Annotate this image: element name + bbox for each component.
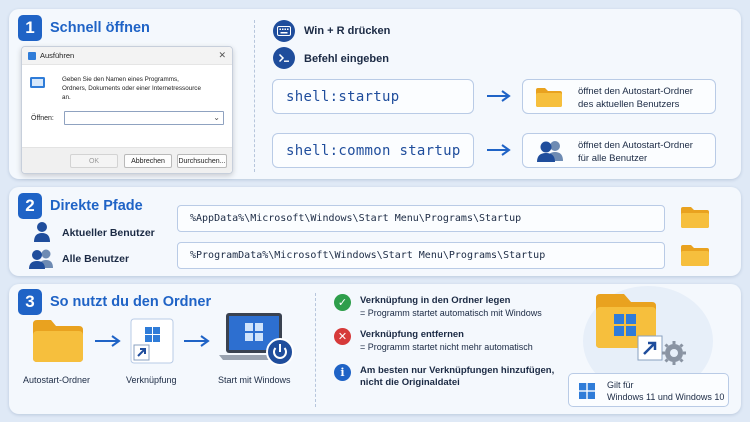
run-dialog-titlebar: Ausführen xyxy=(22,47,232,65)
path-current-user[interactable]: %AppData%\Microsoft\Windows\Start Menu\P… xyxy=(177,205,665,232)
arrow-right-icon xyxy=(183,334,211,353)
section-number-3: 3 xyxy=(18,289,42,315)
browse-button[interactable]: Durchsuchen... xyxy=(177,154,227,168)
users-icon xyxy=(27,248,55,275)
tip-title-line: nicht die Originaldatei xyxy=(360,377,460,388)
step-command-label: Befehl eingeben xyxy=(304,53,389,65)
check-icon: ✓ xyxy=(334,294,351,311)
terminal-icon xyxy=(273,47,295,69)
description-line: öffnet den Autostart-Ordner xyxy=(578,140,693,151)
flow-label-shortcut: Verknüpfung xyxy=(126,375,177,385)
run-dialog: Ausführen ✕ Geben Sie den Namen eines Pr… xyxy=(21,46,233,174)
label-all-users: Alle Benutzer xyxy=(62,253,130,265)
users-icon xyxy=(535,139,565,167)
open-label: Öffnen: xyxy=(31,115,54,122)
badge-line: Windows 11 und Windows 10 xyxy=(607,392,725,402)
keyboard-icon xyxy=(273,20,295,42)
folder-icon xyxy=(32,319,84,368)
startup-folder-icon xyxy=(594,292,690,375)
section-number-2: 2 xyxy=(18,193,42,219)
path-all-users[interactable]: %ProgramData%\Microsoft\Windows\Start Me… xyxy=(177,242,665,269)
info-icon: i xyxy=(334,364,351,381)
run-description-line: Ordners, Dokuments oder einer Internetre… xyxy=(62,85,201,92)
chevron-down-icon[interactable]: ⌄ xyxy=(213,113,220,122)
command-startup-description: öffnet den Autostart-Ordner des aktuelle… xyxy=(522,79,716,114)
command-common-startup-description: öffnet den Autostart-Ordner für alle Ben… xyxy=(522,133,716,168)
folder-icon xyxy=(680,244,710,272)
windows-logo-icon xyxy=(579,383,595,404)
run-dialog-title: Ausführen xyxy=(40,51,75,60)
flow-label-start-windows: Start mit Windows xyxy=(218,375,291,385)
compatibility-badge: Gilt für Windows 11 und Windows 10 xyxy=(568,373,729,407)
label-current-user: Aktueller Benutzer xyxy=(62,227,155,239)
tip-title: Verknüpfung in den Ordner legen xyxy=(360,295,511,306)
tip-title: Am besten nur Verknüpfungen hinzufügen, … xyxy=(360,365,554,389)
divider xyxy=(315,293,316,407)
description-line: für alle Benutzer xyxy=(578,153,648,164)
close-icon[interactable]: ✕ xyxy=(218,50,226,60)
arrow-right-icon xyxy=(486,89,512,108)
flow-label-folder: Autostart-Ordner xyxy=(23,375,91,385)
run-icon xyxy=(29,74,46,91)
description-line: öffnet den Autostart-Ordner xyxy=(578,86,693,97)
section-title-usage: So nutzt du den Ordner xyxy=(50,294,212,310)
command-startup[interactable]: shell:startup xyxy=(272,79,474,114)
run-app-icon xyxy=(28,51,36,60)
section-title-quick-open: Schnell öffnen xyxy=(50,20,150,36)
divider xyxy=(254,20,255,172)
tip-subtitle: = Programm startet automatisch mit Windo… xyxy=(360,308,542,318)
arrow-right-icon xyxy=(486,143,512,162)
ok-button[interactable]: OK xyxy=(70,154,118,168)
tip-title-line: Am besten nur Verknüpfungen hinzufügen, xyxy=(360,365,555,376)
description-line: des aktuellen Benutzers xyxy=(578,99,680,110)
folder-icon xyxy=(535,87,563,112)
tip-subtitle: = Programm startet nicht mehr automatisc… xyxy=(360,342,533,352)
error-icon: ✕ xyxy=(334,328,351,345)
badge-line: Gilt für xyxy=(607,380,634,390)
run-dialog-footer: OK Abbrechen Durchsuchen... xyxy=(22,147,232,173)
step-keys-label: Win + R drücken xyxy=(304,25,391,37)
section-number-1: 1 xyxy=(18,15,42,41)
user-icon xyxy=(33,221,51,248)
section-title-direct-paths: Direkte Pfade xyxy=(50,198,143,214)
arrow-right-icon xyxy=(94,334,122,353)
folder-icon xyxy=(680,206,710,234)
run-dialog-body: Geben Sie den Namen eines Programms, Ord… xyxy=(22,65,232,149)
command-common-startup[interactable]: shell:common startup xyxy=(272,133,474,168)
tip-title: Verknüpfung entfernen xyxy=(360,329,464,340)
run-description: Geben Sie den Namen eines Programms, Ord… xyxy=(62,75,230,102)
open-input[interactable]: ⌄ xyxy=(64,111,224,125)
laptop-icon xyxy=(218,312,296,375)
cancel-button[interactable]: Abbrechen xyxy=(124,154,172,168)
shortcut-icon xyxy=(130,318,174,369)
run-description-line: an. xyxy=(62,94,71,101)
run-description-line: Geben Sie den Namen eines Programms, xyxy=(62,76,179,83)
